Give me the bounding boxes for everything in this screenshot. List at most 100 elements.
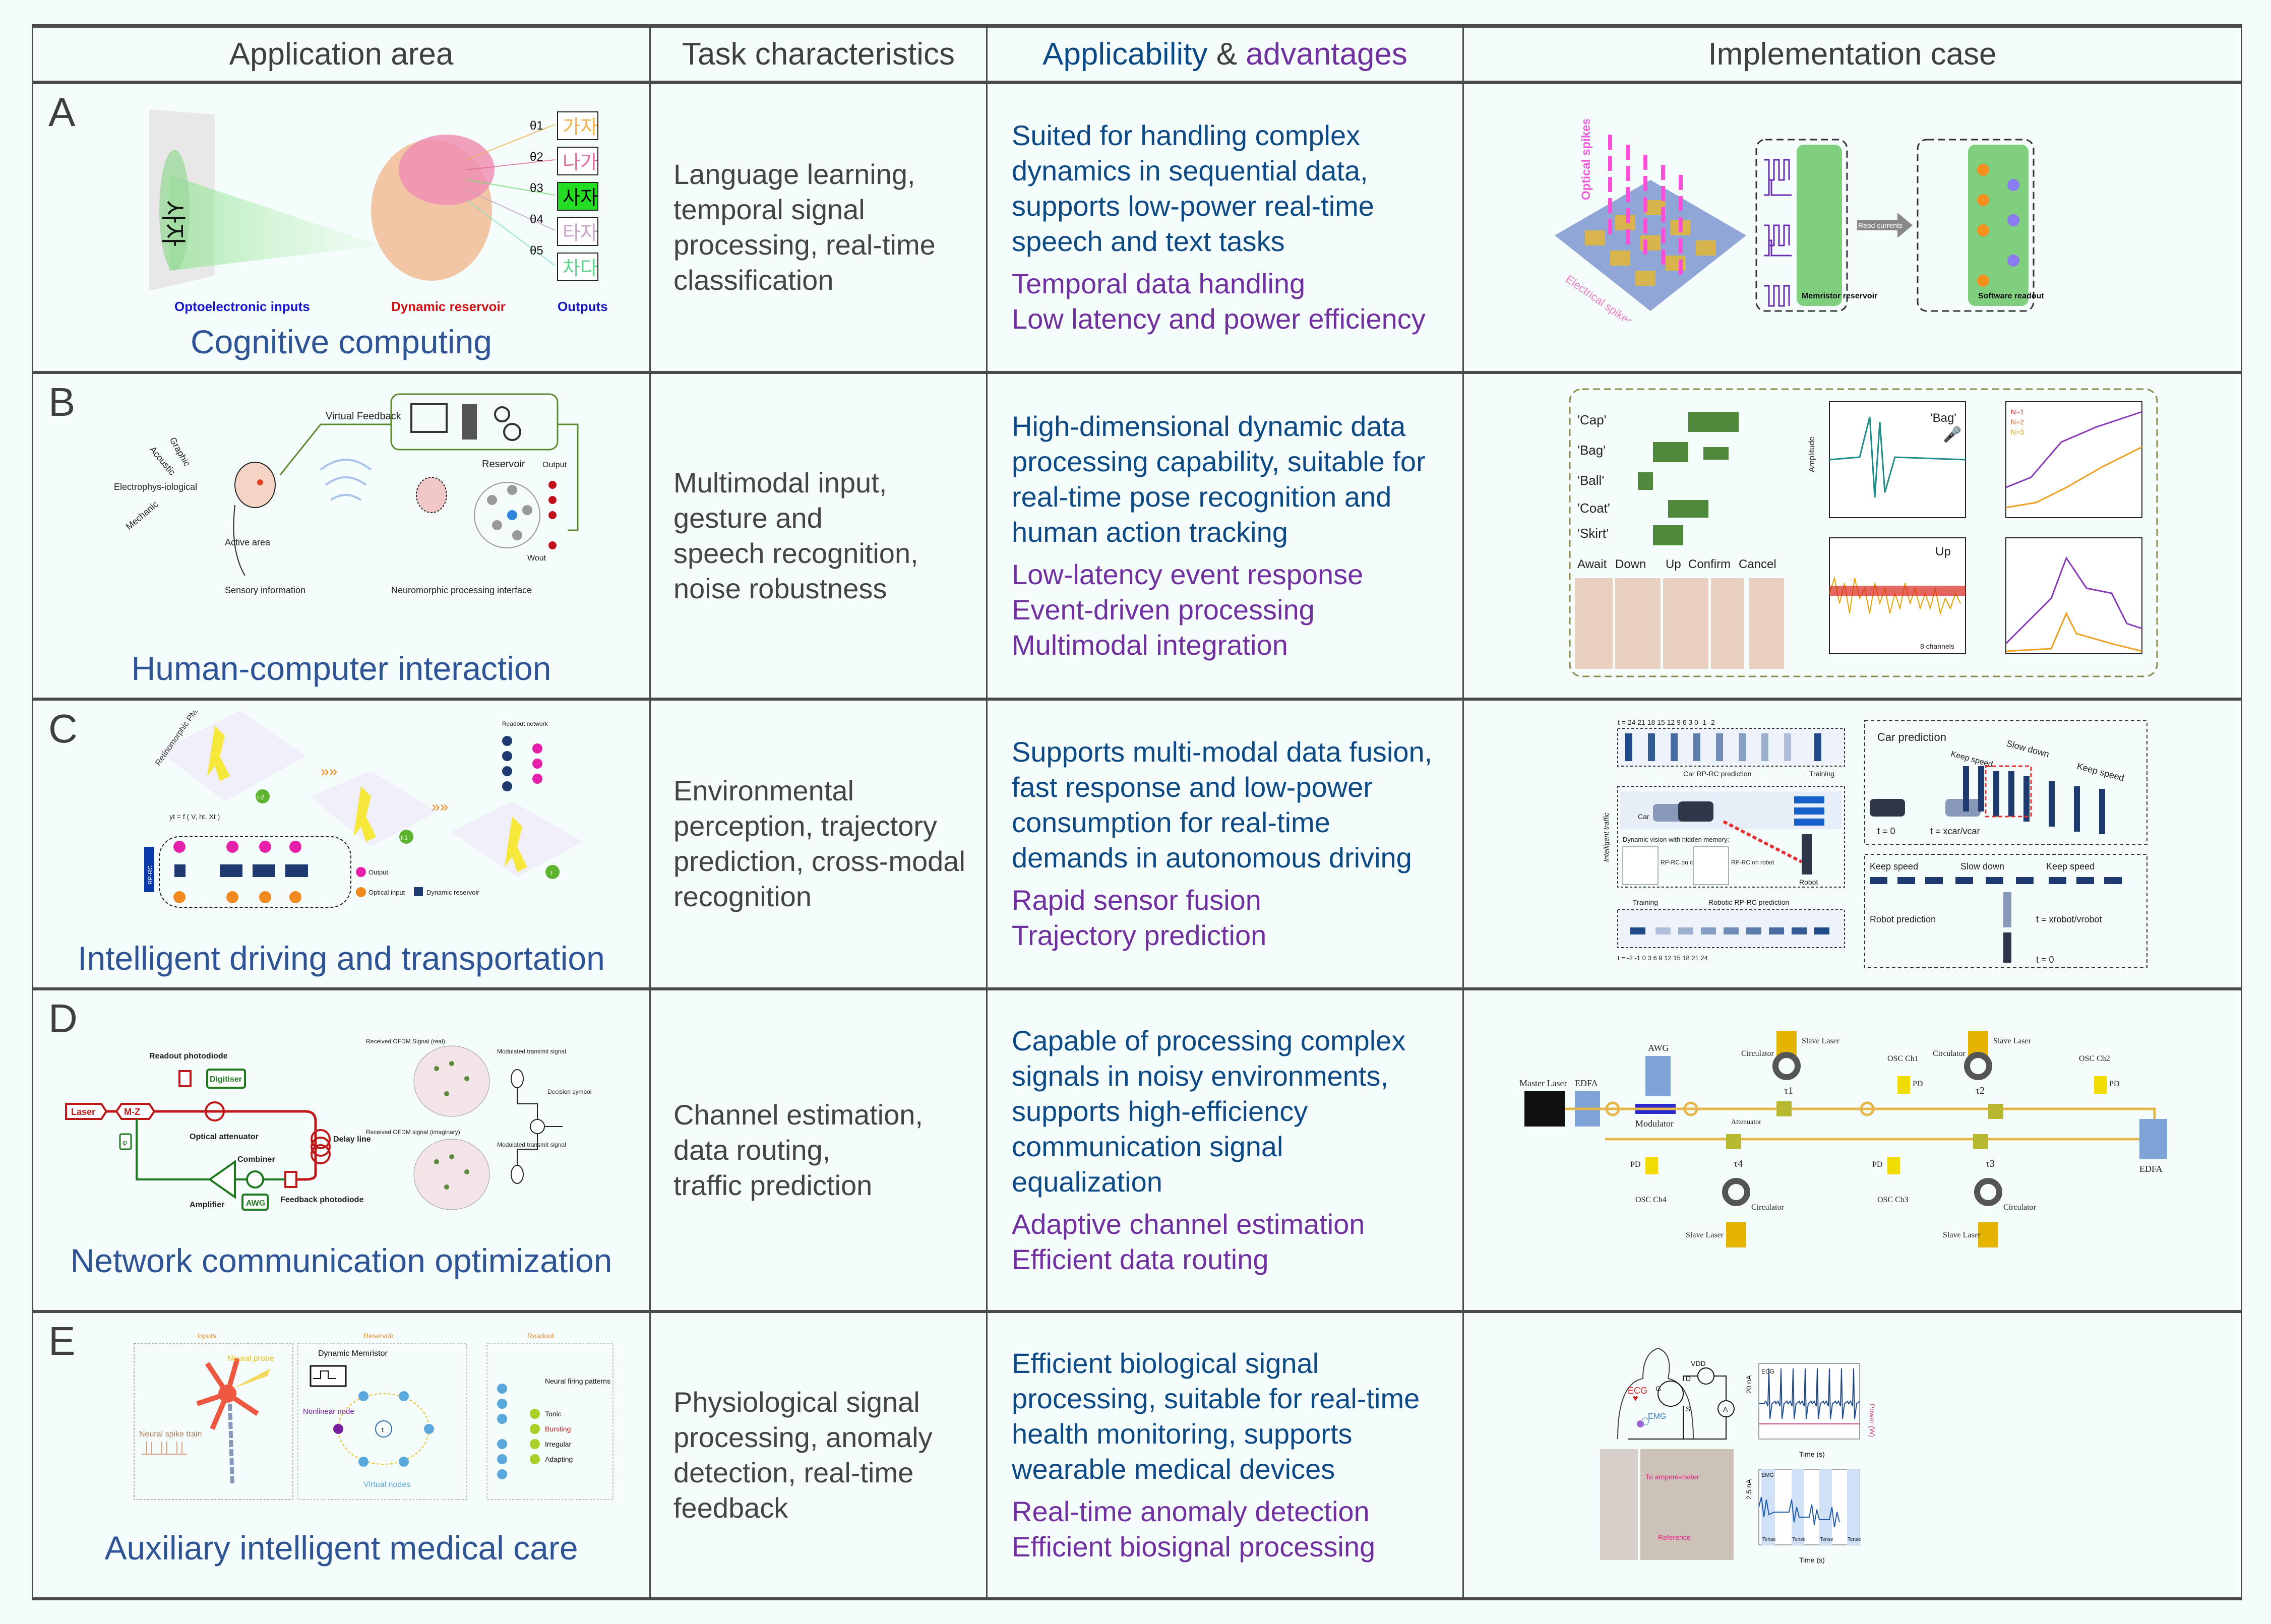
legend-n1: N=1 — [2011, 408, 2024, 416]
implementation-cell: t = 24 21 18 15 12 9 6 3 0 -1 -2 Car RP-… — [1462, 698, 2242, 990]
label-reservoir: Dynamic reservoir — [391, 299, 506, 314]
osc-ch3-label: OSC Ch3 — [1877, 1196, 1909, 1204]
applicability-description: High-dimensional dynamic data processing… — [1012, 410, 1426, 548]
received-imaginary-label: Received OFDM signal (imaginary) — [366, 1129, 460, 1136]
edfa-label-2: EDFA — [2139, 1164, 2163, 1174]
table-row-human-computer-interaction: B Virtual Feedback Graphic Acoustic Elec… — [32, 371, 2242, 701]
training-label-bottom: Training — [1633, 898, 1658, 906]
input-character: 사자 — [159, 200, 187, 246]
step-t: t — [550, 869, 553, 877]
advantage-item: Adaptive channel estimation — [1012, 1208, 1365, 1240]
phone-icon — [462, 404, 477, 440]
output-label: Output — [542, 461, 567, 469]
application-area-title: Cognitive computing — [191, 323, 492, 360]
tau-2: τ2 — [1976, 1085, 1985, 1096]
gesture-speech-figure: 'Cap' 'Bag' 'Ball' 'Coat' 'Skirt' Await … — [1567, 387, 2160, 679]
advantage-item: Multimodal integration — [1012, 629, 1288, 661]
application-area-title: Intelligent driving and transportation — [78, 939, 605, 977]
advantage-item: Real-time anomaly detection — [1012, 1495, 1370, 1527]
pattern-tonic: Tonic — [545, 1410, 562, 1418]
ammeter-label: A — [1723, 1405, 1728, 1413]
mz-label: M-Z — [124, 1107, 140, 1117]
pd-label-2: PD — [2109, 1080, 2119, 1088]
reservoir-network — [474, 481, 540, 548]
word-skirt: 'Skirt' — [1577, 526, 1609, 541]
pattern-adapting: Adapting — [545, 1455, 573, 1463]
applications-table: Application area Task characteristics Ap… — [32, 24, 2242, 1600]
feedback-photodiode-label: Feedback photodiode — [280, 1196, 363, 1204]
interaction-arrow — [1723, 820, 1803, 863]
gate-label: G — [1655, 1385, 1661, 1393]
delay-line-label: Delay line — [333, 1135, 371, 1144]
fiber-coils — [1605, 1101, 1875, 1116]
circulators — [1722, 1051, 2002, 1206]
panel-letter: C — [48, 706, 78, 751]
pd-label-4: PD — [1630, 1160, 1640, 1169]
robot-icon — [1802, 834, 1812, 875]
gesture-down: Down — [1615, 557, 1646, 571]
microphone-icon: 🎤 — [1943, 425, 1961, 443]
awg-block — [1645, 1055, 1671, 1096]
task-characteristics: Language learning, temporal signal proce… — [673, 158, 936, 296]
master-laser-block — [1524, 1091, 1565, 1127]
ecg-scale-label: 20 nA — [1745, 1375, 1753, 1393]
car-label: Car — [1638, 813, 1649, 821]
equation-label: yt = f ( V, ht, Xt ) — [169, 813, 220, 821]
area-cell: B Virtual Feedback Graphic Acoustic Elec… — [32, 371, 651, 701]
memristor-icon — [310, 1365, 347, 1387]
optical-spikes — [1608, 135, 1683, 276]
rprc-on-car-label: RP-RC on car — [1661, 859, 1698, 866]
cognitive-figure: 사자 가자 나가 사자 타자 차다 — [144, 94, 628, 316]
keep-speed-lane-2: Keep speed — [2046, 861, 2095, 871]
panel-letter: D — [48, 995, 78, 1041]
slow-down-lane: Slow down — [1960, 861, 2004, 871]
master-laser-label: Master Laser — [1519, 1078, 1567, 1088]
car-prediction-title: Car prediction — [1877, 731, 1946, 743]
task-cell: Environmental perception, trajectory pre… — [649, 698, 988, 990]
applicability-cell: Efficient biological signal processing, … — [986, 1310, 1464, 1600]
monitor-icon — [410, 403, 448, 433]
slave-laser-1 — [1776, 1030, 1797, 1056]
chevron-right-icon: »» — [432, 798, 448, 815]
step-t-minus-1: t-1 — [401, 834, 408, 841]
digitiser-block — [206, 1068, 246, 1089]
read-currents-arrow — [1857, 213, 1913, 238]
biosignal-figure: ECG ♥ EMG G D S VDD A To ampere- — [1598, 1323, 2102, 1565]
ecg-time-label: Time (s) — [1799, 1450, 1825, 1458]
edfa-label-1: EDFA — [1575, 1078, 1598, 1088]
gesture-cancel: Cancel — [1739, 557, 1776, 571]
circulator-label-1: Circulator — [1741, 1049, 1774, 1058]
traffic-prediction-figure: t = 24 21 18 15 12 9 6 3 0 -1 -2 Car RP-… — [1603, 711, 2167, 973]
neural-spike-train-label: Neural spike train — [139, 1430, 202, 1439]
memristor-reservoir-figure: Optical spikes Electrical spikes Memrist… — [1535, 119, 2185, 321]
medical-figure: Inputs Reservoir Readout Neural probe Ne… — [132, 1328, 616, 1505]
n-trajectory-plot-top — [2005, 401, 2142, 518]
panel-letter: E — [48, 1318, 76, 1363]
legend-n3: N=3 — [2011, 428, 2024, 436]
spike-train-waveform — [142, 1441, 187, 1455]
table-header: Application area Task characteristics Ap… — [32, 24, 2242, 84]
advantage-item: Low-latency event response — [1012, 558, 1364, 590]
pma-array-2 — [311, 771, 437, 847]
implementation-cell: Master Laser EDFA AWG Modulator Slave La… — [1462, 988, 2242, 1313]
reservoir-label: Reservoir — [482, 459, 525, 470]
theta-1: θ1 — [530, 119, 543, 133]
software-readout-label: Software readout — [1978, 292, 2044, 300]
waveforms — [1638, 411, 1739, 545]
advantage-item: Trajectory prediction — [1012, 919, 1267, 951]
amplitude-axis-label: Amplitude — [1808, 436, 1816, 472]
optical-attenuator-label: Optical attenuator — [190, 1133, 259, 1141]
table-row-cognitive-computing: A 사자 가자 나가 사자 — [32, 82, 2242, 374]
word-coat: 'Coat' — [1577, 501, 1610, 516]
theta-3: θ3 — [530, 181, 543, 195]
n-trajectory-plot-bottom — [2005, 537, 2142, 654]
nonlinear-node-label: Nonlinear node — [303, 1407, 354, 1416]
applicability-description: Supports multi-modal data fusion, fast r… — [1012, 736, 1433, 873]
table-row-intelligent-driving: C Retinomorphic PMA »» »» t-2 t-1 t Read… — [32, 698, 2242, 990]
decision-symbol-label: Decision symbol — [547, 1088, 591, 1095]
neuron-icon — [196, 1357, 259, 1430]
neural-firing-patterns-label: Neural firing patterns — [545, 1377, 610, 1385]
hci-figure: Virtual Feedback Graphic Acoustic Electr… — [109, 384, 613, 606]
task-cell: Language learning, temporal signal proce… — [649, 82, 988, 374]
source-label: S — [1686, 1405, 1690, 1413]
